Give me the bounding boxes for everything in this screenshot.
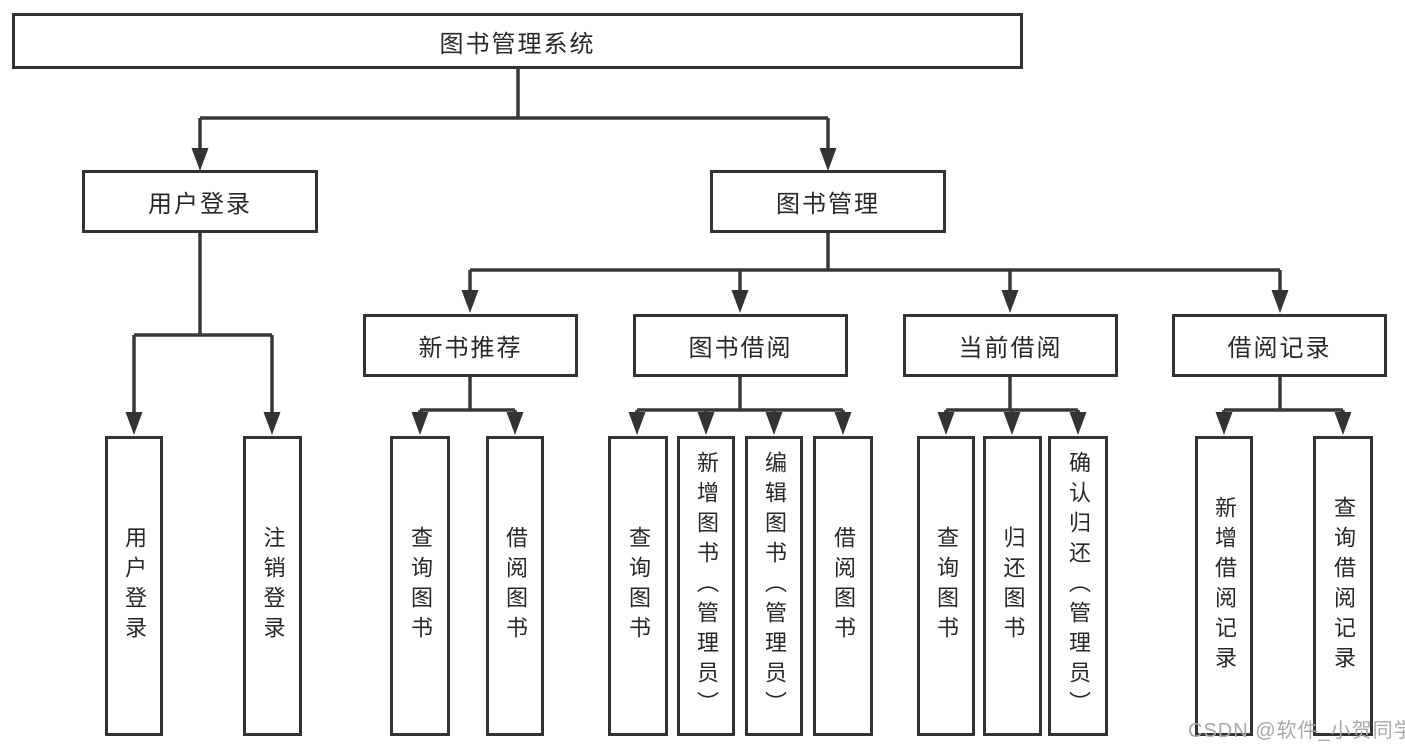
node-leaf-newbook-borrow: 借阅图书 <box>486 436 544 736</box>
node-leaf-current-return-label: 归还图书 <box>1000 526 1026 646</box>
node-leaf-borrowing-borrow-label: 借阅图书 <box>831 526 856 646</box>
connector-borrowing-to-children <box>635 377 845 418</box>
arrowhead-down-icon <box>191 148 209 171</box>
node-leaf-logout: 注销登录 <box>243 436 302 736</box>
arrowhead-down-icon <box>628 412 646 435</box>
arrowhead-down-icon <box>263 412 281 435</box>
node-root: 图书管理系统 <box>12 13 1023 69</box>
node-leaf-records-add: 新增借阅记录 <box>1195 436 1253 736</box>
connector-current-to-children <box>944 377 1080 418</box>
node-current-borrowing: 当前借阅 <box>903 314 1118 377</box>
node-leaf-current-confirm-label: 确认归还（管理员） <box>1066 451 1091 721</box>
node-leaf-user-login: 用户登录 <box>105 436 163 736</box>
node-leaf-current-return: 归还图书 <box>983 436 1042 736</box>
node-leaf-records-query-label: 查询借阅记录 <box>1331 496 1356 676</box>
arrowhead-down-icon <box>1069 412 1087 435</box>
arrowhead-down-icon <box>1334 412 1352 435</box>
connector-root-to-level2 <box>198 69 830 158</box>
csdn-watermark: CSDN @软件_小贺同学 <box>1188 720 1405 742</box>
node-leaf-borrowing-edit: 编辑图书（管理员） <box>745 436 803 736</box>
node-user-login: 用户登录 <box>82 170 318 233</box>
connector-records-to-children <box>1222 377 1345 418</box>
arrowheads <box>125 148 1352 435</box>
arrowhead-down-icon <box>937 412 955 435</box>
connector-new-book-to-children <box>418 377 517 418</box>
node-book-borrowing: 图书借阅 <box>633 314 848 377</box>
node-leaf-records-add-label: 新增借阅记录 <box>1212 496 1237 676</box>
connector-user-login-to-children <box>132 233 274 420</box>
node-book-mgmt: 图书管理 <box>710 170 946 233</box>
arrowhead-down-icon <box>1003 412 1021 435</box>
arrowhead-down-icon <box>1215 412 1233 435</box>
arrowhead-down-icon <box>697 412 715 435</box>
arrowhead-down-icon <box>765 412 783 435</box>
node-leaf-current-query-label: 查询图书 <box>934 526 959 646</box>
arrowhead-down-icon <box>834 412 852 435</box>
node-leaf-borrowing-add: 新增图书（管理员） <box>677 436 735 736</box>
node-leaf-borrowing-edit-label: 编辑图书（管理员） <box>762 451 787 721</box>
arrowhead-down-icon <box>461 290 479 313</box>
arrowhead-down-icon <box>731 290 749 313</box>
node-leaf-current-confirm: 确认归还（管理员） <box>1048 436 1108 736</box>
node-leaf-borrowing-borrow: 借阅图书 <box>813 436 873 736</box>
arrowhead-down-icon <box>1001 290 1019 313</box>
connector-book-mgmt-to-sections <box>468 233 1282 298</box>
node-leaf-borrowing-add-label: 新增图书（管理员） <box>694 451 719 721</box>
node-leaf-current-query: 查询图书 <box>917 436 975 736</box>
node-leaf-records-query: 查询借阅记录 <box>1313 436 1373 736</box>
arrowhead-down-icon <box>125 412 143 435</box>
arrowhead-down-icon <box>506 412 524 435</box>
node-new-book-recommend: 新书推荐 <box>363 314 578 377</box>
node-borrow-records: 借阅记录 <box>1172 314 1387 377</box>
node-leaf-newbook-query: 查询图书 <box>390 436 450 736</box>
node-leaf-newbook-borrow-label: 借阅图书 <box>503 526 528 646</box>
node-leaf-user-login-label: 用户登录 <box>122 526 147 646</box>
arrowhead-down-icon <box>819 148 837 171</box>
node-leaf-logout-label: 注销登录 <box>260 526 286 646</box>
node-leaf-borrowing-query: 查询图书 <box>608 436 668 736</box>
arrowhead-down-icon <box>411 412 429 435</box>
node-leaf-newbook-query-label: 查询图书 <box>408 526 433 646</box>
arrowhead-down-icon <box>1271 290 1289 313</box>
node-leaf-borrowing-query-label: 查询图书 <box>626 526 651 646</box>
